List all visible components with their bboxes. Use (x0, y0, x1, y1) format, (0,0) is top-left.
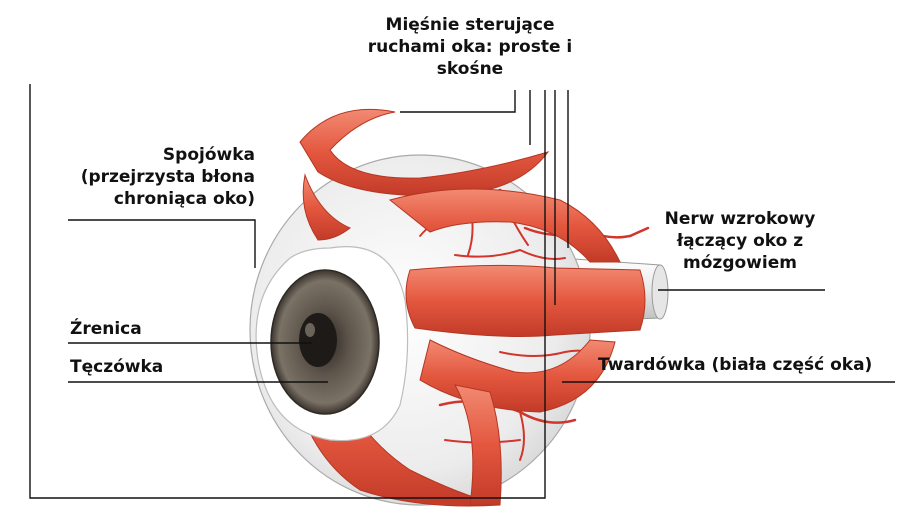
label-pupil: Źrenica (70, 318, 142, 340)
leader-conjunctiva (68, 220, 255, 268)
label-sclera: Twardówka (biała część oka) (598, 354, 872, 376)
label-conjunctiva: Spojówka (przejrzysta błona chroniąca ok… (60, 144, 255, 210)
label-iris: Tęczówka (70, 356, 163, 378)
pupil-shape (299, 313, 337, 367)
label-eye-muscles: Mięśnie sterujące ruchami oka: proste i … (355, 14, 585, 80)
label-optic-nerve: Nerw wzrokowy łączący oko z mózgowiem (650, 208, 830, 274)
leader-muscles-oblique (400, 90, 515, 112)
lateral-rectus-muscle (406, 265, 645, 336)
pupil-highlight (305, 323, 315, 337)
